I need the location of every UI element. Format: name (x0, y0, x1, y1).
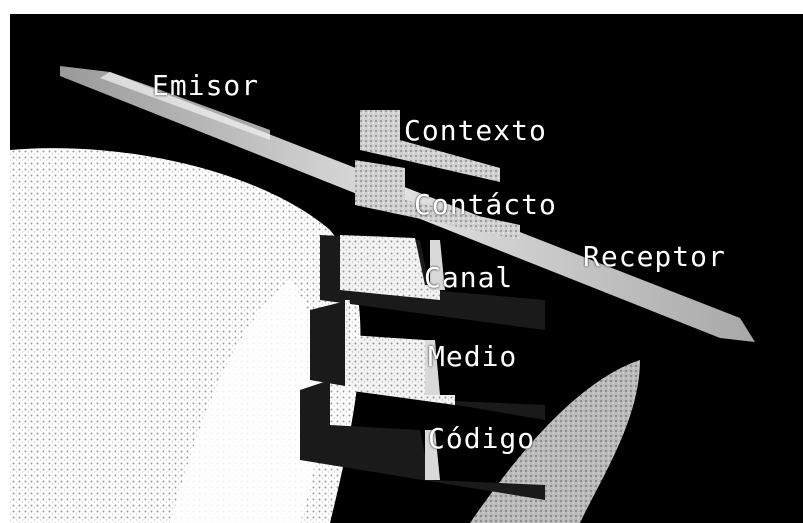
label-emisor: Emisor (152, 69, 260, 102)
label-medio: Medio (428, 340, 518, 373)
texture-right (470, 360, 640, 523)
label-canal: Canal (424, 261, 514, 294)
label-codigo: Código (428, 422, 536, 455)
bar-contacto (355, 160, 520, 240)
label-contacto: Contácto (414, 188, 557, 221)
label-receptor: Receptor (583, 240, 726, 273)
label-contexto: Contexto (404, 114, 547, 147)
bar-contexto (360, 110, 500, 182)
